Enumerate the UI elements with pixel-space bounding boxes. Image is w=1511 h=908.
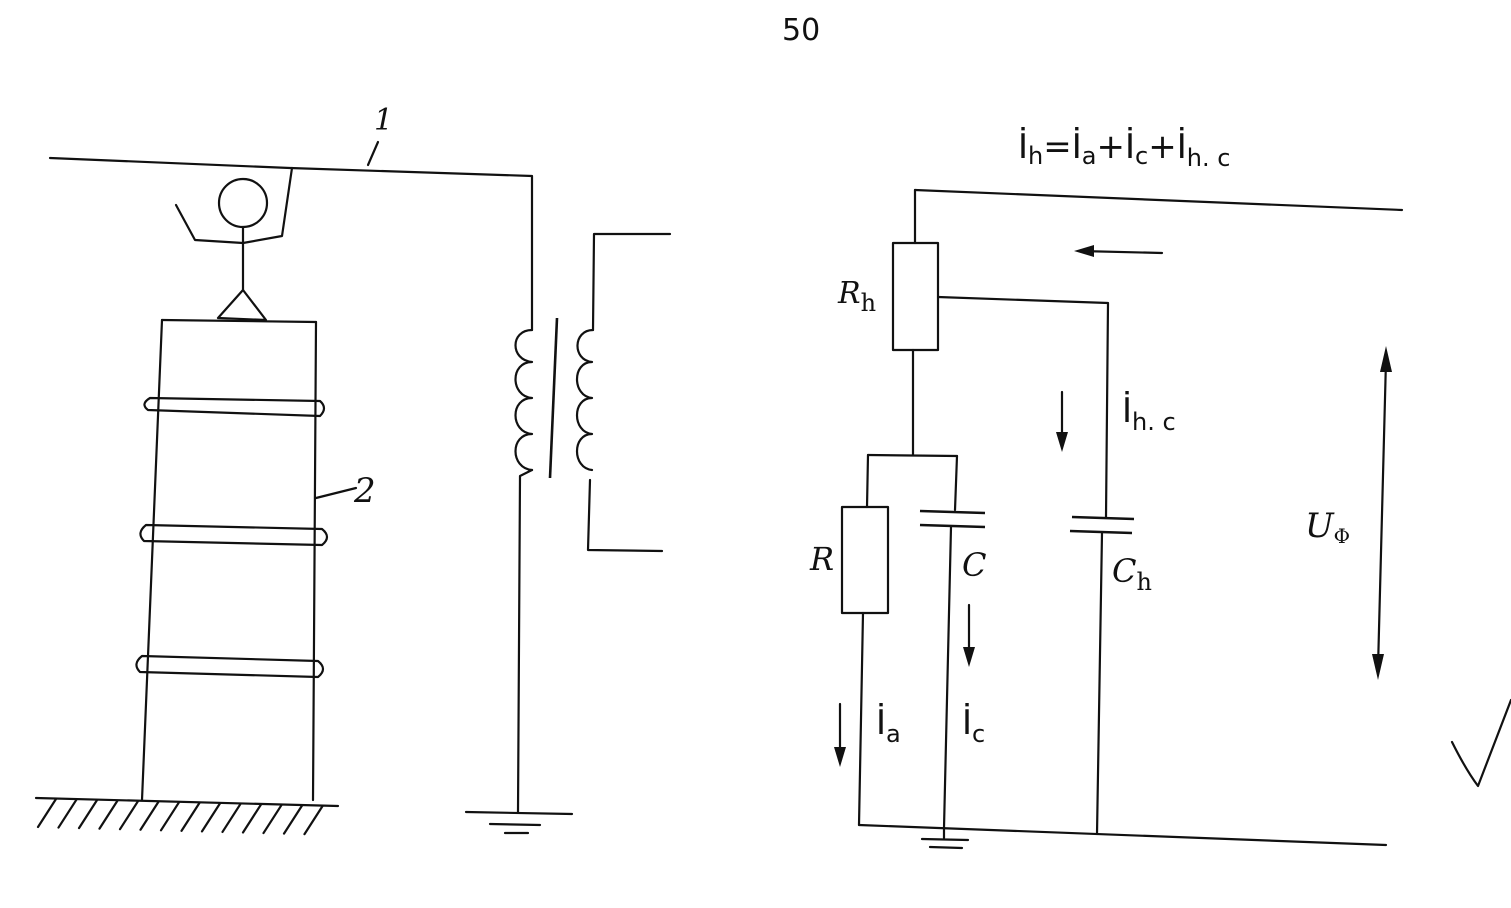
current-ia-arrow [834, 702, 846, 767]
current-equation: İh=İa+İc+İh. c [1018, 127, 1230, 172]
right-figure: İh=İa+İc+İh. c Rh R C [809, 127, 1511, 850]
current-direction-arrow [1074, 245, 1164, 257]
label-line-number: 1 [374, 103, 393, 138]
label-ch: Ch [1112, 552, 1152, 596]
label-uph: UΦ [1305, 506, 1350, 548]
label-1-leader [366, 140, 380, 167]
bottom-wire [857, 823, 1388, 847]
resistor-r [840, 505, 890, 615]
top-wire [913, 188, 1404, 212]
ground-hatching [34, 796, 340, 836]
person-figure [174, 166, 294, 322]
insulating-ladder [135, 318, 329, 802]
page-number: 50 [782, 13, 820, 48]
label-ihc: İh. c [1122, 391, 1176, 436]
capacitor-c [919, 509, 986, 529]
label-ladder-number: 2 [353, 471, 376, 511]
current-ihc-arrow [1056, 390, 1068, 452]
left-figure: 1 2 [34, 103, 672, 836]
resistor-rh [891, 241, 940, 352]
label-ic: İc [962, 703, 985, 748]
transformer-ground-symbol [464, 810, 574, 835]
label-rh: Rh [837, 276, 876, 317]
capacitor-ch [1069, 515, 1135, 535]
circuit-ground-symbol [920, 826, 970, 850]
check-mark [1450, 698, 1511, 788]
voltage-uph-arrow [1372, 346, 1392, 680]
transformer [514, 232, 672, 814]
label-r: R [809, 540, 834, 578]
current-ic-arrow [963, 603, 975, 667]
label-ia: İa [876, 703, 901, 748]
label-c: C [962, 546, 986, 584]
label-2-leader [314, 486, 358, 500]
overhead-line [48, 156, 534, 332]
